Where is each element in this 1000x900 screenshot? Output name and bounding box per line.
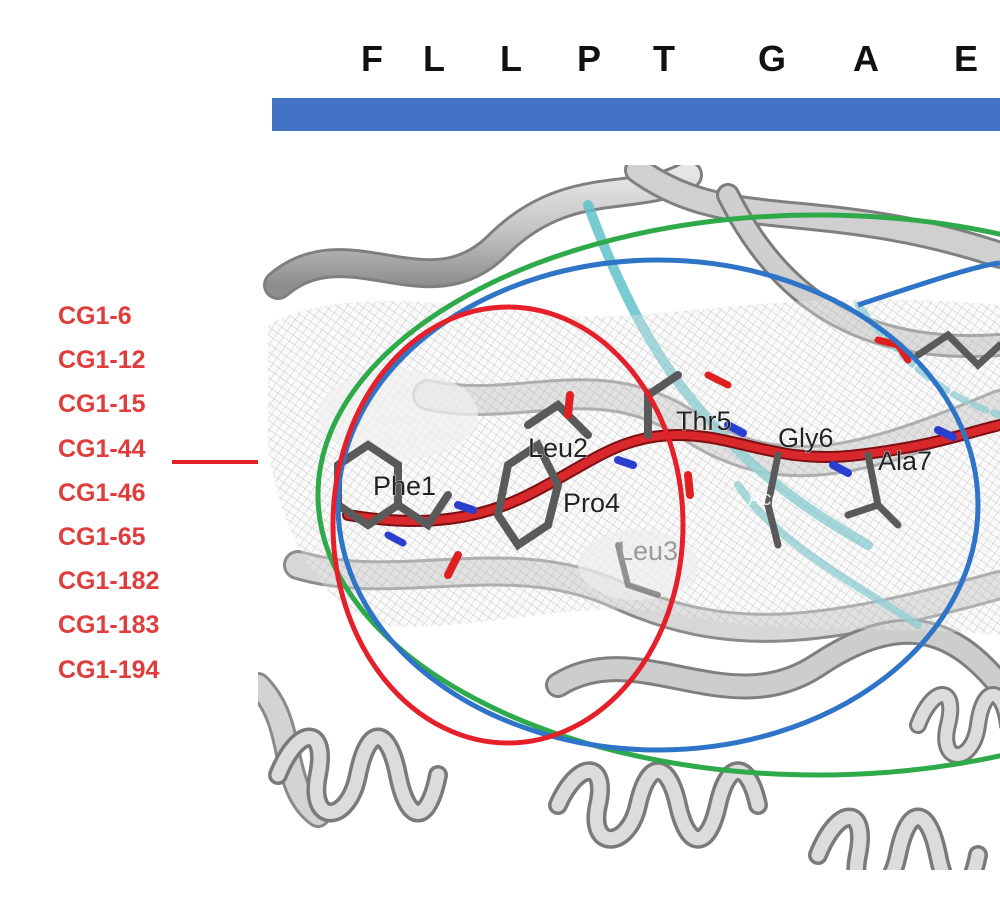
cluster-label-list: CG1-6 CG1-12 CG1-15 CG1-44 CG1-46 CG1-65… <box>58 294 159 692</box>
sequence-letter: F <box>361 38 383 79</box>
blue-ellipse <box>335 257 981 753</box>
peptide-sequence: F L L P T G A E <box>0 0 1000 95</box>
annotation-ellipses <box>315 212 1000 778</box>
sequence-letter: E <box>953 38 978 79</box>
cluster-label: CG1-65 <box>58 522 146 551</box>
sequence-letter: A <box>853 38 879 79</box>
residue-label-leu2: Leu2 <box>528 433 588 463</box>
blue-ellipse-2 <box>857 260 1000 308</box>
red-ellipse <box>330 304 686 746</box>
cluster-label: CG1-182 <box>58 567 160 596</box>
peptide-backbone <box>342 419 1000 527</box>
cluster-label: CG1-46 <box>58 478 146 507</box>
cluster-label: CG1-12 <box>58 346 146 375</box>
cluster-label: CG1-6 <box>58 302 132 330</box>
sequence-letter: L <box>500 38 522 79</box>
residue-label-pro4: Pro4 <box>563 488 620 518</box>
residue-label-gly6: Gly6 <box>778 423 834 453</box>
sequence-letter: L <box>423 38 445 79</box>
cluster-label: CG1-183 <box>58 611 160 640</box>
residue-label-cyan: Acç <box>748 488 781 510</box>
residue-label-leu3: Leu3 <box>618 536 678 566</box>
residue-label-ala7: Ala7 <box>878 446 932 476</box>
cluster-label: CG1-194 <box>58 655 160 684</box>
residue-label-phe1: Phe1 <box>373 471 436 501</box>
residue-label-thr5: Thr5 <box>676 406 732 436</box>
sequence-letter: T <box>653 38 675 79</box>
structure-svg: Phe1 Leu2 Leu3 Pro4 Thr5 Gly6 Ala7 Acç <box>258 165 1000 870</box>
sequence-letter: P <box>576 38 601 79</box>
green-ellipse <box>315 212 1000 778</box>
helix-coils <box>268 686 1000 870</box>
sequence-bar <box>272 98 1000 131</box>
cluster-label: CG1-15 <box>58 390 146 419</box>
cluster-pointer-line <box>172 460 332 464</box>
protein-structure-view: Phe1 Leu2 Leu3 Pro4 Thr5 Gly6 Ala7 Acç <box>258 165 1000 870</box>
sequence-letter: G <box>757 38 786 79</box>
cluster-label: CG1-44 <box>58 434 146 463</box>
